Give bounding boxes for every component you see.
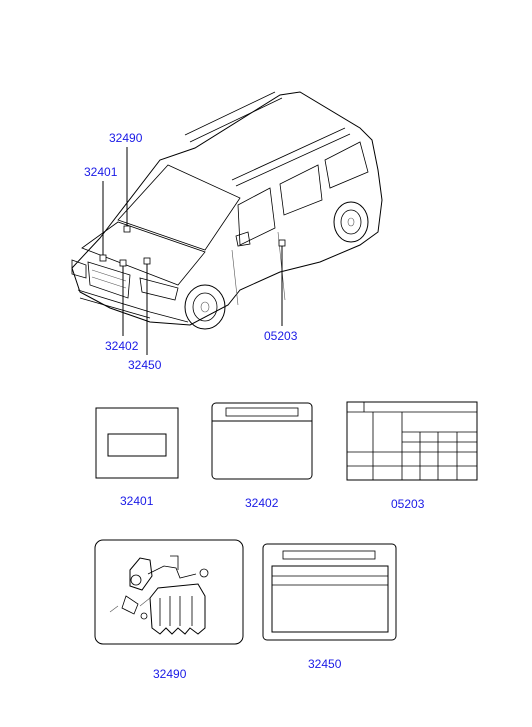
label-32402-illustration — [211, 402, 313, 480]
marker-32450 — [143, 257, 151, 265]
callout-32401-part: 32401 — [120, 494, 154, 508]
callout-32401-vehicle: 32401 — [84, 165, 118, 179]
callout-05203-vehicle: 05203 — [264, 329, 298, 343]
marker-32401 — [99, 254, 107, 262]
label-05203-illustration — [346, 401, 478, 481]
callout-32450-part: 32450 — [308, 657, 342, 671]
callout-32450-vehicle: 32450 — [128, 358, 162, 372]
callout-32402-part: 32402 — [245, 496, 279, 510]
leader-lines — [102, 147, 283, 355]
marker-32490 — [123, 225, 131, 233]
label-32401-illustration — [95, 407, 179, 479]
callout-32490-part: 32490 — [153, 667, 187, 681]
vehicle-illustration — [71, 91, 383, 330]
callout-05203-part: 05203 — [391, 497, 425, 511]
marker-32402 — [119, 259, 127, 267]
label-32490-illustration — [94, 539, 244, 645]
label-32450-illustration — [262, 543, 397, 641]
callout-32490-vehicle: 32490 — [109, 131, 143, 145]
callout-32402-vehicle: 32402 — [105, 339, 139, 353]
marker-05203 — [278, 239, 286, 247]
